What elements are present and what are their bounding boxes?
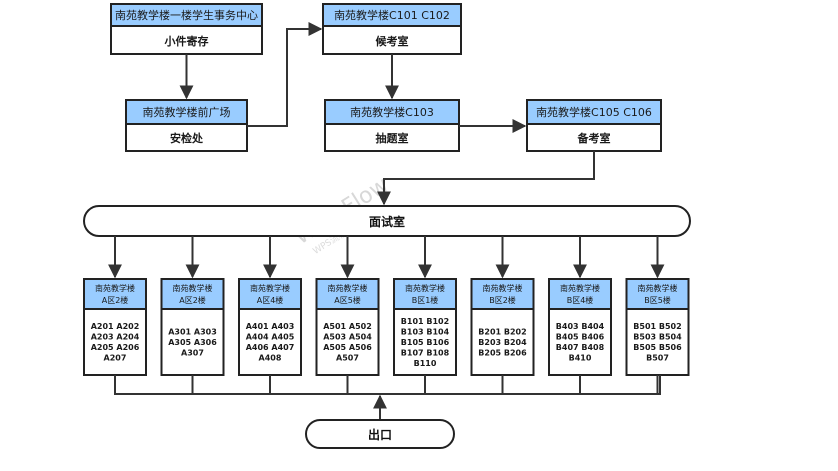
- room-floor: B区5楼: [644, 295, 671, 305]
- node-storage-label: 小件寄存: [164, 34, 209, 48]
- room-floor: B区4楼: [567, 295, 594, 305]
- room-body: [393, 308, 457, 376]
- room-building: 南苑教学楼: [328, 283, 368, 293]
- top-connectors: [179, 22, 595, 206]
- room-number-line: A505 A506: [323, 343, 372, 352]
- interview-label: 面试室: [369, 214, 405, 229]
- room-number-line: A305 A306: [168, 338, 217, 347]
- room-body: [315, 308, 380, 376]
- node-draw: 南苑教学楼C103 抽题室: [324, 99, 460, 152]
- node-prep-label: 备考室: [577, 131, 611, 145]
- room-floor: A区2楼: [102, 295, 129, 305]
- node-prep-title: 南苑教学楼C105 C106: [536, 105, 652, 119]
- room-number-line: B203 B204: [478, 338, 527, 347]
- room-floor: B区1楼: [412, 295, 439, 305]
- node-waiting-label: 候考室: [376, 34, 409, 48]
- interview-room-bar: 面试室: [83, 205, 691, 237]
- room-number-line: A406 A407: [246, 343, 295, 352]
- node-waiting: 南苑教学楼C101 C102 候考室: [322, 3, 462, 55]
- node-prep: 南苑教学楼C105 C106 备考室: [526, 99, 662, 152]
- room-floor: A区5楼: [334, 295, 361, 305]
- room-number-line: B505 B506: [633, 343, 682, 352]
- room-building: 南苑教学楼: [250, 283, 290, 293]
- room-number-line: A501 A502: [323, 322, 372, 331]
- node-security-title: 南苑教学楼前广场: [143, 105, 231, 119]
- node-security-label: 安检处: [170, 131, 204, 145]
- room-number-line: B205 B206: [478, 348, 527, 357]
- room-number-line: A207: [104, 354, 127, 363]
- node-draw-label: 抽题室: [376, 131, 409, 145]
- room-body: [238, 308, 302, 376]
- room-header: [393, 278, 457, 310]
- room-number-line: A404 A405: [246, 333, 295, 342]
- node-waiting-title: 南苑教学楼C101 C102: [334, 8, 450, 22]
- room-building: 南苑教学楼: [638, 283, 678, 293]
- room-building: 南苑教学楼: [173, 283, 213, 293]
- room-building: 南苑教学楼: [560, 283, 600, 293]
- room-body: [625, 308, 690, 376]
- connector-security-waiting: [247, 22, 323, 127]
- room-number-line: B101 B102: [401, 317, 449, 326]
- room-number-line: B403 B404: [556, 322, 605, 331]
- room-body: [83, 308, 147, 376]
- exit-node: 出口: [305, 419, 455, 449]
- room-number-line: A307: [181, 348, 204, 357]
- room-floor: A区4楼: [257, 295, 284, 305]
- room-number-line: B407 B408: [556, 343, 605, 352]
- room-floor: A区2楼: [179, 295, 206, 305]
- node-storage-title: 南苑教学楼一楼学生事务中心: [115, 8, 258, 22]
- room-number-line: A301 A303: [168, 327, 217, 336]
- room-number-line: B107 B108: [401, 348, 450, 357]
- room-body: [548, 308, 612, 376]
- exit-label: 出口: [368, 427, 392, 442]
- room-number-line: B410: [569, 354, 592, 363]
- room-number-line: B110: [414, 359, 437, 368]
- room-number-line: A507: [336, 354, 359, 363]
- room-number-line: B507: [646, 354, 669, 363]
- room-header: [470, 278, 535, 310]
- room-floor: B区2楼: [489, 295, 516, 305]
- room-building: 南苑教学楼: [95, 283, 135, 293]
- room-number-line: A408: [259, 354, 282, 363]
- room-number-line: A205 A206: [91, 343, 140, 352]
- connector-prep-interview: [377, 151, 595, 206]
- node-storage: 南苑教学楼一楼学生事务中心 小件寄存: [110, 3, 263, 55]
- room-number-line: B105 B106: [401, 338, 450, 347]
- room-body: [160, 308, 225, 376]
- room-number-line: B503 B504: [633, 333, 682, 342]
- room-number-line: A401 A403: [246, 322, 295, 331]
- room-number-line: B103 B104: [401, 327, 450, 336]
- node-security: 南苑教学楼前广场 安检处: [125, 99, 248, 152]
- exit-connectors: [114, 375, 661, 420]
- room-number-line: B501 B502: [633, 322, 681, 331]
- room-number-line: B405 B406: [556, 333, 605, 342]
- room-building: 南苑教学楼: [405, 283, 445, 293]
- room-number-line: A203 A204: [91, 333, 140, 342]
- room-number-line: A201 A202: [91, 322, 140, 331]
- room-number-line: A503 A504: [323, 333, 372, 342]
- node-draw-title: 南苑教学楼C103: [350, 105, 434, 119]
- collector-line: [114, 375, 661, 395]
- room-building: 南苑教学楼: [483, 283, 523, 293]
- room-number-line: B201 B202: [478, 327, 526, 336]
